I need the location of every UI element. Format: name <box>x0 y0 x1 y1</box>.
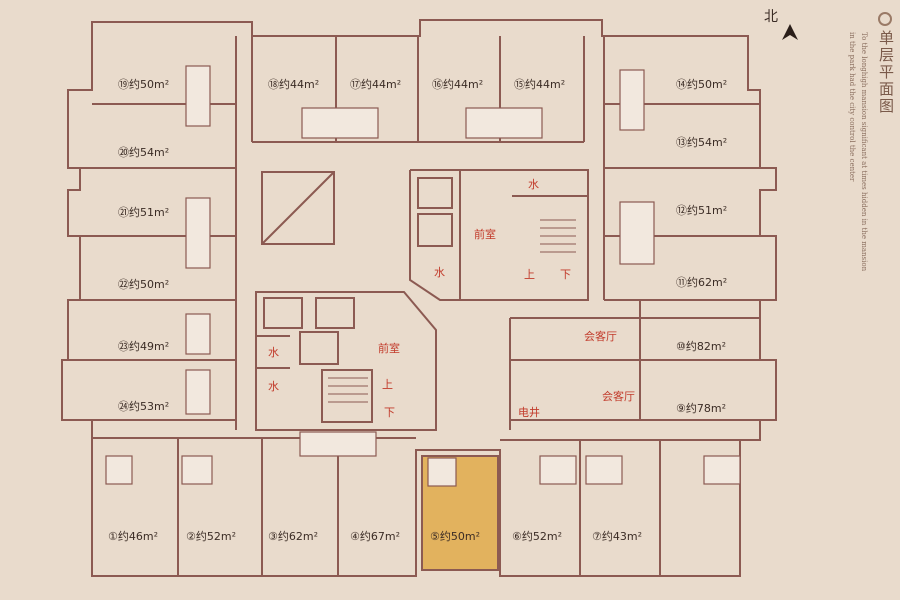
north-label: 北 <box>764 9 778 25</box>
room-label: 前室 <box>474 228 496 241</box>
unit-label: ⑲约50m² <box>118 78 170 91</box>
north-arrow-icon <box>782 24 798 40</box>
unit-label: ㉔约53m² <box>118 400 170 413</box>
unit-label: ⑮约44m² <box>514 78 566 91</box>
unit-label: ㉒约50m² <box>118 278 170 291</box>
room-label: 水 <box>268 346 279 359</box>
unit-label: ③约62m² <box>268 530 318 543</box>
room-label: 会客厅 <box>602 390 635 403</box>
unit-label: ㉓约49m² <box>118 340 170 353</box>
unit-label: ⑰约44m² <box>350 78 402 91</box>
plan-title: 单层平面图 <box>877 30 895 115</box>
unit-label: ⑯约44m² <box>432 78 484 91</box>
room-label: 水 <box>434 266 445 279</box>
unit-label: ④约67m² <box>350 530 400 543</box>
room-label: 水 <box>268 380 279 393</box>
room-label: 上 <box>382 378 393 391</box>
unit-label: ⑳约54m² <box>118 146 170 159</box>
unit-label: ①约46m² <box>108 530 158 543</box>
title-block: 单层平面图 To the longhigh mansion significan… <box>838 8 898 568</box>
unit-label: ⑥约52m² <box>512 530 562 543</box>
unit-label: ⑫约51m² <box>676 204 728 217</box>
room-label: 前室 <box>378 342 400 355</box>
room-label: 水 <box>528 178 539 191</box>
subtitle-line-2: in the park had the city control the cen… <box>848 32 856 182</box>
unit-label: ⑪约62m² <box>676 276 728 289</box>
unit-label: ⑬约54m² <box>676 136 728 149</box>
room-label: 下 <box>560 268 571 281</box>
room-label: 电井 <box>518 406 540 419</box>
circle-icon <box>878 12 892 26</box>
unit-label: ㉑约51m² <box>118 206 170 219</box>
room-label: 会客厅 <box>584 330 617 343</box>
unit-label: ⑭约50m² <box>676 78 728 91</box>
room-label: 下 <box>384 406 395 419</box>
subtitle-line-1: To the longhigh mansion significant at t… <box>860 32 868 272</box>
room-label: 上 <box>524 268 535 281</box>
north-indicator: 北 <box>762 6 802 46</box>
unit-label: ⑤约50m² <box>430 530 480 543</box>
unit-label: ⑩约82m² <box>676 340 726 353</box>
unit-label: ⑨约78m² <box>676 402 726 415</box>
unit-label: ⑱约44m² <box>268 78 320 91</box>
unit-label: ②约52m² <box>186 530 236 543</box>
unit-label: ⑦约43m² <box>592 530 642 543</box>
